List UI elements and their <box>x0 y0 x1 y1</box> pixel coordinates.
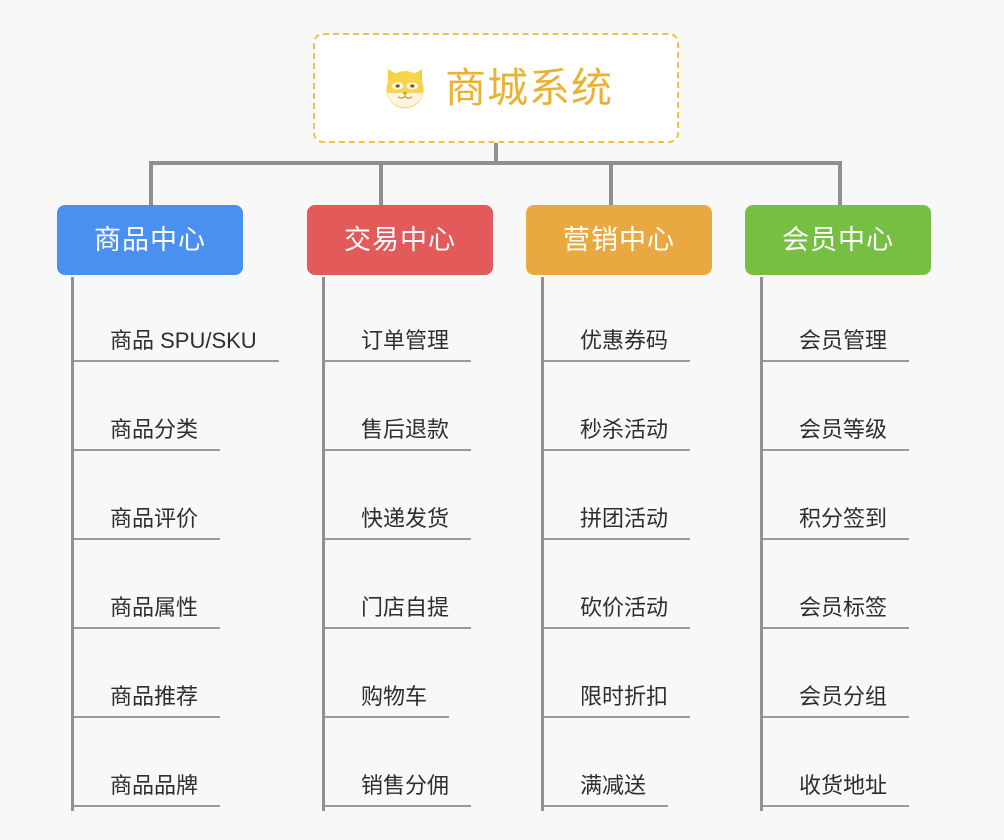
leaf-label: 商品分类 <box>110 416 199 442</box>
leaf-item[interactable]: 快递发货 <box>322 455 472 544</box>
leaf-label: 商品评价 <box>110 505 199 531</box>
leaf-column-trade-center: 订单管理 售后退款 快递发货 门店自提 购物车 销售分佣 <box>322 277 472 811</box>
leaf-item[interactable]: 会员管理 <box>760 277 910 366</box>
leaf-item[interactable]: 收货地址 <box>760 722 910 811</box>
leaf-item[interactable]: 商品评价 <box>71 455 221 544</box>
leaf-item[interactable]: 满减送 <box>541 722 669 811</box>
root-node-mall-system[interactable]: 商城系统 <box>313 33 679 143</box>
category-box-product-center[interactable]: 商品中心 <box>57 205 243 275</box>
leaf-item[interactable]: 售后退款 <box>322 366 472 455</box>
leaf-item[interactable]: 销售分佣 <box>322 722 472 811</box>
leaf-item[interactable]: 砍价活动 <box>541 544 691 633</box>
leaf-label: 限时折扣 <box>580 683 669 709</box>
connector-drop-4 <box>838 161 842 205</box>
leaf-label: 会员管理 <box>799 327 888 353</box>
leaf-item[interactable]: 会员等级 <box>760 366 910 455</box>
root-title: 商城系统 <box>445 64 613 111</box>
leaf-label: 购物车 <box>361 683 428 709</box>
leaf-item[interactable]: 秒杀活动 <box>541 366 691 455</box>
leaf-label: 积分签到 <box>799 505 888 531</box>
leaf-label: 门店自提 <box>361 594 450 620</box>
leaf-label: 砍价活动 <box>580 594 669 620</box>
leaf-label: 商品推荐 <box>110 683 199 709</box>
leaf-label: 商品品牌 <box>110 772 199 798</box>
category-label: 交易中心 <box>344 224 456 255</box>
shiba-dog-face-icon <box>386 69 424 109</box>
category-label: 营销中心 <box>563 224 675 255</box>
connector-drop-2 <box>379 161 383 205</box>
category-label: 会员中心 <box>782 224 894 255</box>
leaf-item[interactable]: 积分签到 <box>760 455 910 544</box>
category-label: 商品中心 <box>94 224 206 255</box>
leaf-item[interactable]: 商品 SPU/SKU <box>71 277 279 366</box>
leaf-item[interactable]: 会员标签 <box>760 544 910 633</box>
leaf-item[interactable]: 会员分组 <box>760 633 910 722</box>
leaf-label: 订单管理 <box>361 327 450 353</box>
leaf-item[interactable]: 商品推荐 <box>71 633 221 722</box>
leaf-label: 售后退款 <box>361 416 450 442</box>
leaf-column-member-center: 会员管理 会员等级 积分签到 会员标签 会员分组 收货地址 <box>760 277 910 811</box>
leaf-item[interactable]: 商品属性 <box>71 544 221 633</box>
leaf-item[interactable]: 购物车 <box>322 633 450 722</box>
leaf-label: 满减送 <box>580 772 647 798</box>
category-box-trade-center[interactable]: 交易中心 <box>307 205 493 275</box>
leaf-label: 收货地址 <box>799 772 888 798</box>
category-box-marketing-center[interactable]: 营销中心 <box>526 205 712 275</box>
leaf-item[interactable]: 门店自提 <box>322 544 472 633</box>
leaf-column-marketing-center: 优惠券码 秒杀活动 拼团活动 砍价活动 限时折扣 满减送 <box>541 277 691 811</box>
leaf-label: 快递发货 <box>361 505 450 531</box>
leaf-item[interactable]: 商品品牌 <box>71 722 221 811</box>
leaf-column-product-center: 商品 SPU/SKU 商品分类 商品评价 商品属性 商品推荐 商品品牌 <box>71 277 279 811</box>
leaf-label: 秒杀活动 <box>580 416 669 442</box>
leaf-label: 会员分组 <box>799 683 888 709</box>
leaf-label: 会员标签 <box>799 594 888 620</box>
leaf-item[interactable]: 优惠券码 <box>541 277 691 366</box>
leaf-item[interactable]: 商品分类 <box>71 366 221 455</box>
leaf-label: 商品 SPU/SKU <box>110 327 257 353</box>
leaf-label: 商品属性 <box>110 594 199 620</box>
category-box-member-center[interactable]: 会员中心 <box>745 205 931 275</box>
connector-drop-1 <box>149 161 153 205</box>
connector-drop-3 <box>609 161 613 205</box>
leaf-item[interactable]: 拼团活动 <box>541 455 691 544</box>
leaf-item[interactable]: 限时折扣 <box>541 633 691 722</box>
connector-bus <box>149 161 842 165</box>
leaf-label: 会员等级 <box>799 416 888 442</box>
leaf-label: 拼团活动 <box>580 505 669 531</box>
leaf-label: 销售分佣 <box>361 772 450 798</box>
connector-trunk <box>494 143 498 163</box>
leaf-label: 优惠券码 <box>580 327 669 353</box>
leaf-item[interactable]: 订单管理 <box>322 277 472 366</box>
